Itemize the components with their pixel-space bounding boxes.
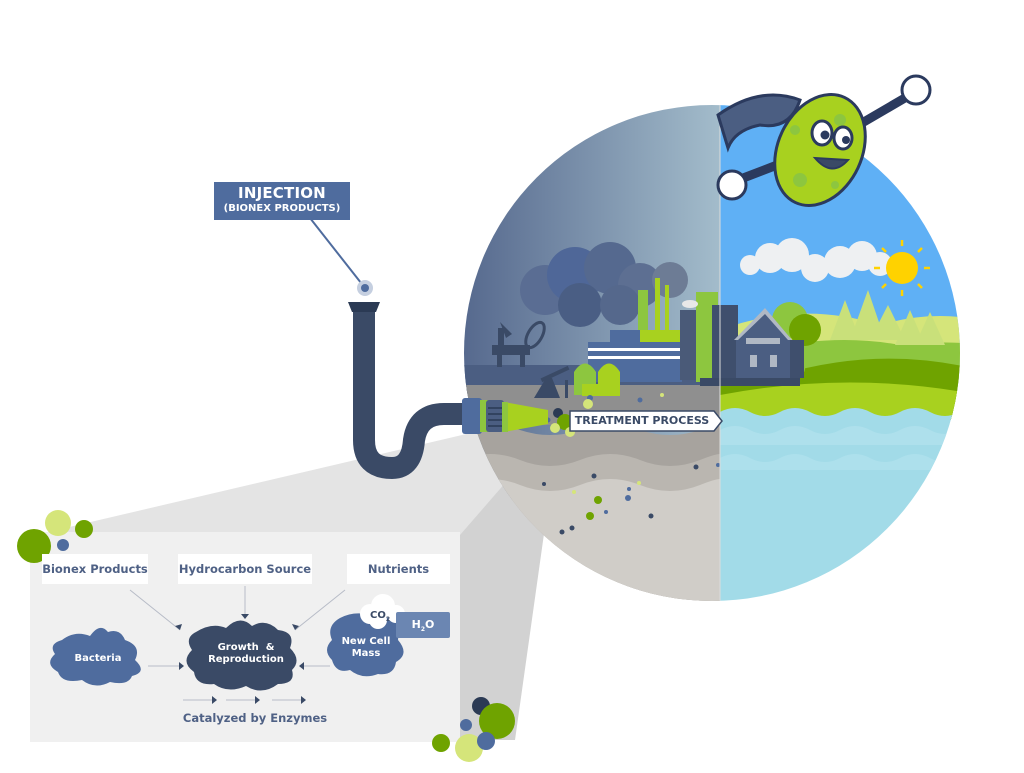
injection-title: INJECTION — [238, 184, 326, 202]
new-cell-mass-label: New Cell Mass — [336, 636, 396, 660]
new-cell-mass-line2: Mass — [351, 648, 381, 659]
treatment-process-label: TREATMENT PROCESS — [574, 414, 710, 427]
input-box-bionex-products: Bionex Products — [42, 554, 148, 584]
input-box-nutrients: Nutrients — [347, 554, 450, 584]
bacteria-label: Bacteria — [74, 653, 122, 664]
process-arrows — [129, 586, 346, 701]
co2-subscript: 2 — [385, 616, 391, 623]
treatment-arrow — [569, 410, 723, 432]
pumpjack-icon — [534, 365, 570, 398]
bacteria-blob — [50, 627, 141, 686]
h2o-o: O — [425, 618, 435, 631]
forest — [830, 290, 945, 345]
injection-label: INJECTION (BIONEX PRODUCTS) — [214, 182, 350, 220]
catalyzed-by-enzymes-label: Catalyzed by Enzymes — [182, 711, 328, 725]
h2o-box: H2O — [396, 612, 450, 638]
new-cell-mass-blob — [327, 612, 404, 677]
growth-reproduction-label: Growth & Reproduction — [196, 642, 296, 666]
input-box-hydrocarbon-source: Hydrocarbon Source — [178, 554, 312, 584]
arrowheads — [175, 614, 306, 704]
growth-label-line2: Reproduction — [208, 654, 284, 665]
h2o-h: H — [411, 618, 421, 631]
factory — [574, 278, 738, 396]
clean-cloud — [740, 238, 892, 282]
h2o-subscript: 2 — [420, 626, 426, 634]
injection-pipe — [348, 302, 548, 480]
smog-cloud — [520, 242, 688, 327]
co2-label: CO2 — [366, 610, 394, 623]
sun-icon — [874, 240, 930, 296]
co2-main: CO — [369, 610, 386, 621]
house — [734, 308, 804, 378]
decorative-bubbles-bottomright — [432, 697, 515, 762]
new-cell-mass-line1: New Cell — [341, 636, 391, 647]
injection-subtitle: (BIONEX PRODUCTS) — [223, 203, 341, 214]
particles — [542, 393, 720, 535]
spray-bubbles — [550, 399, 593, 437]
bacteria-mascot — [716, 74, 932, 207]
growth-label-line1: Growth & — [217, 642, 275, 653]
injection-pointer — [309, 217, 366, 289]
oil-rig-icon — [492, 320, 546, 367]
decorative-bubbles-topleft — [17, 510, 93, 563]
growth-blob — [186, 620, 297, 691]
